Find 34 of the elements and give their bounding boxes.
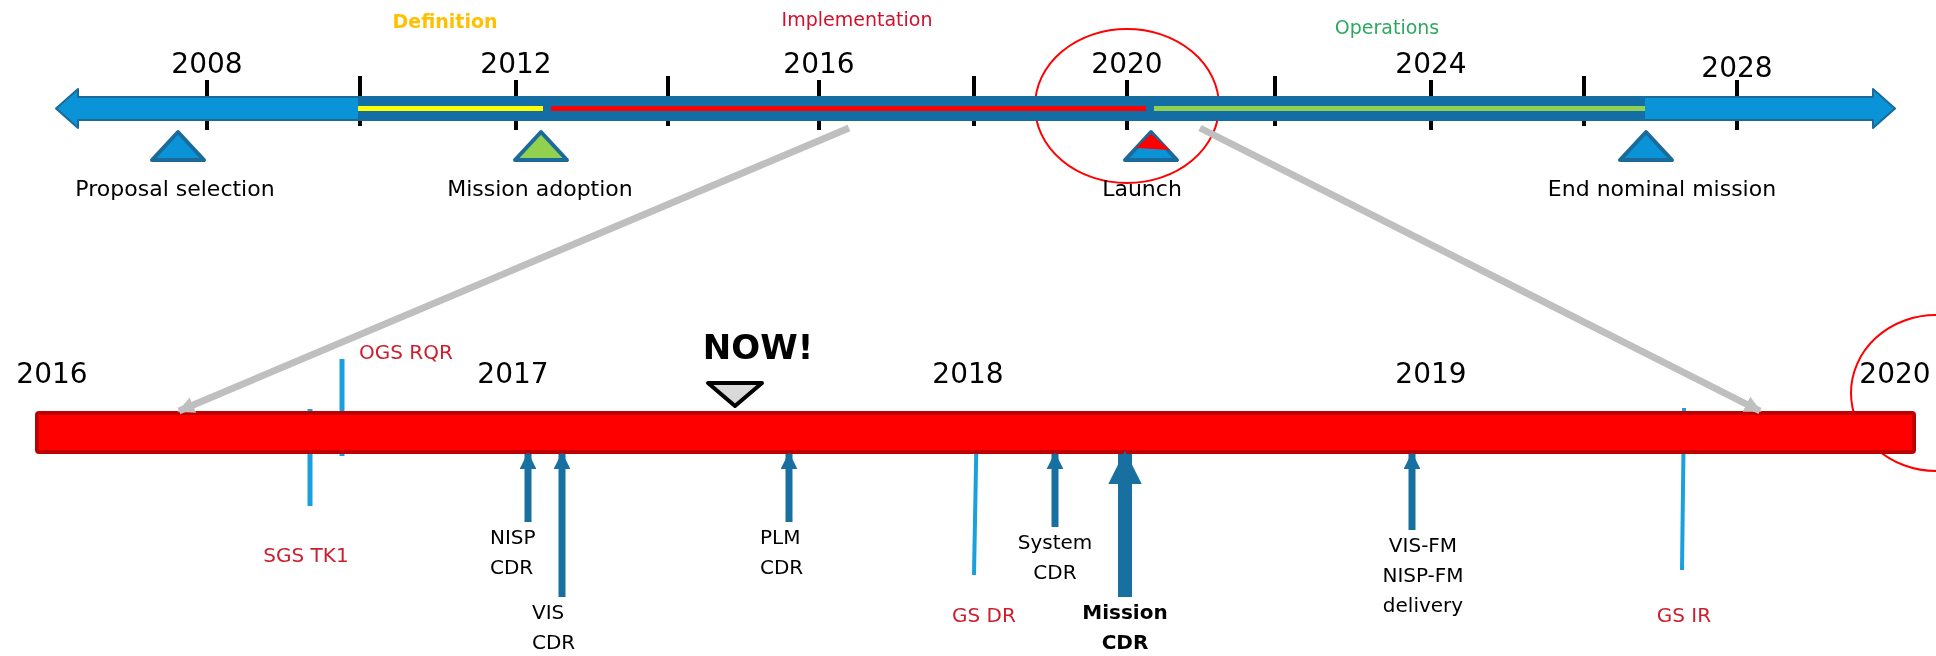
phase-label: Definition <box>392 10 498 34</box>
timeline-label: 2016 <box>16 356 88 391</box>
timeline-label: 2008 <box>171 46 243 81</box>
phase-label: Implementation <box>781 8 933 32</box>
timeline-label: GS IR <box>1656 603 1712 628</box>
timeline-label: End nominal mission <box>1547 175 1777 203</box>
milestone-label: NISP CDR <box>490 522 560 582</box>
timeline-label: 2016 <box>783 46 855 81</box>
timeline-label: 2019 <box>1395 356 1467 391</box>
arrow <box>1198 124 1762 415</box>
milestone-label: PLM CDR <box>760 522 820 582</box>
timeline-label: Proposal selection <box>75 175 275 203</box>
timeline-label: 2020 <box>1859 356 1931 391</box>
timeline-label: 2018 <box>932 356 1004 391</box>
timeline-label: GS DR <box>952 603 1016 628</box>
timeline-label: 2020 <box>1091 46 1163 81</box>
phase-label: Operations <box>1334 16 1440 40</box>
timeline-label: 2017 <box>477 356 549 391</box>
timeline-label: OGS RQR <box>359 340 453 365</box>
milestone-label: Mission CDR <box>1072 597 1178 656</box>
arrow <box>1108 450 1142 597</box>
timeline-label: 2024 <box>1395 46 1467 81</box>
timeline-label: Mission adoption <box>447 175 633 203</box>
timeline-label: NOW! <box>702 326 814 369</box>
milestone-label: VIS-FM NISP-FM delivery <box>1360 530 1486 620</box>
arrow <box>177 124 851 415</box>
milestone-label: System CDR <box>1008 527 1102 587</box>
timeline-bar <box>35 411 1916 454</box>
milestone-label: VIS CDR <box>532 597 592 656</box>
timeline-label: Launch <box>1102 175 1182 203</box>
timeline-label: 2028 <box>1701 50 1773 85</box>
timeline-label: SGS TK1 <box>263 543 349 568</box>
timeline-label: 2012 <box>480 46 552 81</box>
timeline-bar <box>56 89 1895 128</box>
